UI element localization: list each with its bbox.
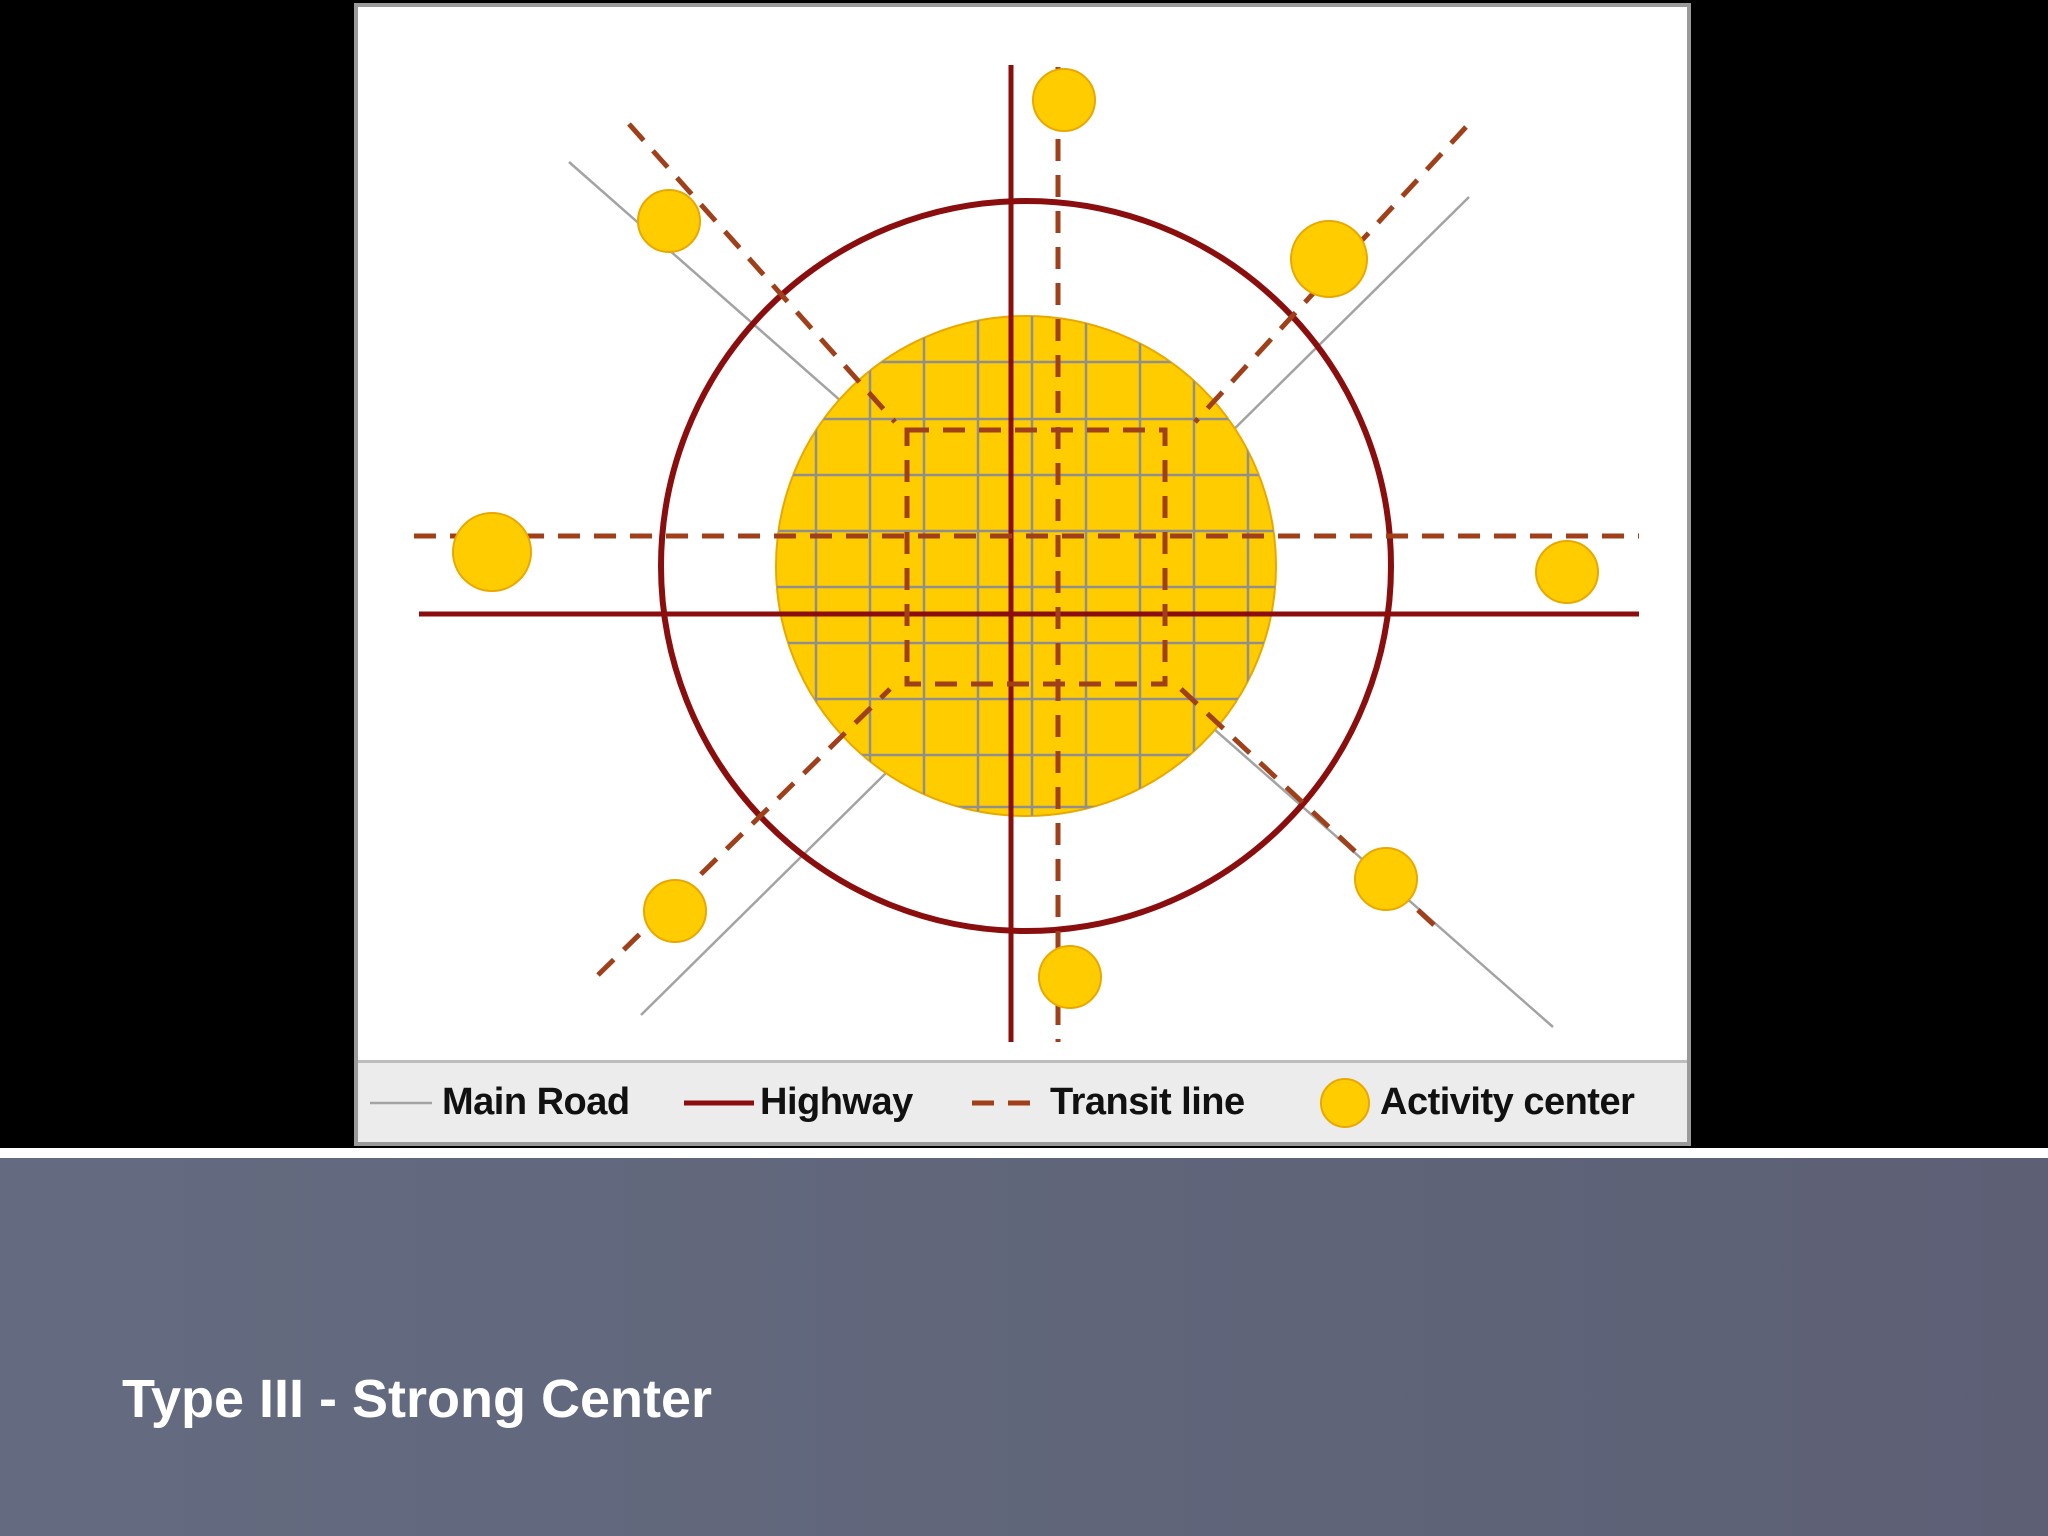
- activity-center-northeast: [1290, 220, 1368, 298]
- activity-center-north: [1032, 68, 1096, 132]
- slide-divider: [0, 1148, 2048, 1158]
- highway-swatch: [684, 1100, 754, 1105]
- main-road-swatch: [370, 1101, 432, 1104]
- urban-structure-diagram: [414, 65, 1639, 1042]
- legend-label-activity-center: Activity center: [1380, 1081, 1635, 1123]
- slide-title: Type III - Strong Center: [122, 1369, 713, 1429]
- transit-inner-loop: [904, 427, 1168, 687]
- transit-diagonal-sw: [596, 687, 892, 977]
- activity-center-swatch: [1320, 1077, 1370, 1128]
- title-band: [0, 1158, 2048, 1536]
- legend-label-main-road: Main Road: [442, 1081, 630, 1123]
- central-activity-core: [775, 315, 1277, 817]
- activity-center-southeast: [1354, 847, 1418, 911]
- transit-line-swatch: [972, 1100, 1044, 1105]
- activity-center-northwest: [637, 189, 701, 253]
- activity-center-south: [1038, 945, 1102, 1009]
- legend-item-transit-line: Transit line: [972, 1063, 1245, 1142]
- activity-center-west: [452, 512, 532, 592]
- legend: Main Road Highway Transit line Activity …: [358, 1060, 1687, 1142]
- legend-item-highway: Highway: [684, 1063, 913, 1142]
- legend-item-activity-center: Activity center: [1318, 1063, 1635, 1142]
- highways: [419, 65, 1639, 1042]
- transit-diagonal-nw: [627, 122, 897, 424]
- activity-centers: [452, 68, 1599, 1009]
- legend-label-transit-line: Transit line: [1050, 1081, 1245, 1123]
- activity-center-east: [1535, 540, 1599, 604]
- legend-label-highway: Highway: [760, 1081, 913, 1123]
- highway-ring: [658, 198, 1394, 934]
- urban-structure-figure: Main Road Highway Transit line Activity …: [354, 3, 1691, 1146]
- legend-item-main-road: Main Road: [370, 1063, 630, 1142]
- activity-center-southwest: [643, 879, 707, 943]
